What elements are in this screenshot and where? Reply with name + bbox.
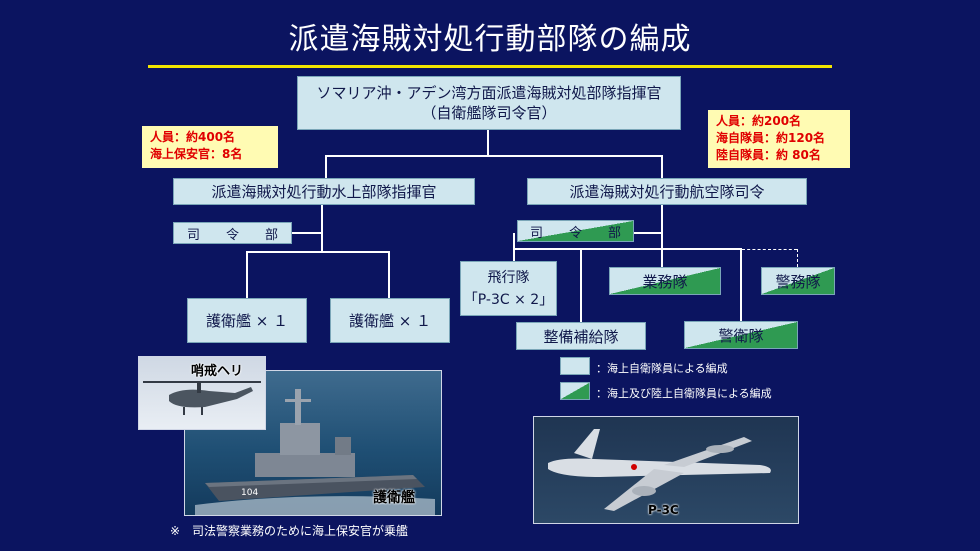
p3c-photo-caption: P-3C: [648, 503, 679, 517]
surface-commander-label: 派遣海賊対処行動水上部隊指揮官: [211, 183, 437, 201]
connector-ships-horizontal: [246, 251, 390, 253]
destroyer-photo-caption: 護衛艦: [373, 490, 415, 506]
legend-msdf-label: ：海上自衛隊員による編成: [596, 362, 728, 375]
ship1-label: 護衛艦 × １: [205, 312, 289, 330]
note-right-personnel: 人員：約200名 海自隊員：約120名 陸自隊員：約 80名: [708, 110, 850, 168]
connector-guard-down: [740, 248, 742, 321]
surface-hq-label: 司 令 部: [186, 227, 278, 243]
air-commander-label: 派遣海賊対処行動航空隊司令: [569, 183, 765, 201]
destroyer-illustration: 104: [195, 389, 435, 515]
top-commander-title: ソマリア沖・アデン湾方面派遣海賊対処部隊指揮官: [316, 84, 662, 102]
connector-security-dashed-v: [797, 249, 798, 267]
connector-flight-down: [513, 233, 515, 261]
surface-hq-box: 司 令 部: [173, 222, 292, 244]
connector-air-horizontal: [513, 248, 742, 250]
note-left-personnel: 人員：約400名 海上保安官：8名: [142, 126, 278, 168]
air-hq-label: 司 令 部: [529, 225, 621, 241]
ship2-box: 護衛艦 × １: [330, 298, 450, 343]
note-right-line3: 陸自隊員：約 80名: [716, 148, 821, 162]
security-unit-box: 警務隊: [761, 267, 835, 295]
helicopter-photo-caption: 哨戒ヘリ: [191, 364, 244, 379]
air-commander-box: 派遣海賊対処行動航空隊司令: [527, 178, 807, 205]
connector-surface-hq: [292, 232, 322, 234]
destroyer-photo: 104 護衛艦: [184, 370, 442, 516]
p3c-illustration: [548, 429, 771, 511]
maintenance-unit-box: 整備補給隊: [516, 322, 646, 350]
connector-security-dashed-h: [742, 249, 797, 250]
ship2-label: 護衛艦 × １: [348, 312, 432, 330]
page-title: 派遣海賊対処行動部隊の編成: [288, 22, 692, 57]
connector-right-down: [661, 155, 663, 178]
flight-unit-aircraft: 「P-3C × 2」: [463, 291, 554, 308]
connector-left-down: [325, 155, 327, 178]
connector-air-trunk: [661, 205, 663, 249]
connector-maintenance-down: [580, 248, 582, 322]
connector-ship2-down: [388, 251, 390, 298]
destroyer-hull-number: 104: [241, 488, 258, 498]
business-unit-label: 業務隊: [642, 272, 688, 291]
legend-joint-swatch: [560, 382, 590, 400]
helicopter-illustration: [143, 381, 261, 415]
connector-business-down: [661, 248, 663, 267]
connector-top-horizontal: [326, 155, 662, 157]
maintenance-unit-label: 整備補給隊: [543, 327, 619, 346]
legend-joint-label: ：海上及び陸上自衛隊員による編成: [596, 387, 772, 400]
connector-ship1-down: [246, 251, 248, 298]
connector-surface-trunk: [321, 205, 323, 252]
note-right-line2: 海自隊員：約120名: [716, 131, 826, 145]
ship1-box: 護衛艦 × １: [187, 298, 307, 343]
top-commander-subtitle: （自衛艦隊司令官）: [421, 104, 557, 122]
p3c-photo: P-3C: [533, 416, 799, 524]
legend-msdf-swatch: [560, 357, 590, 375]
footnote: ※ 司法警察業務のために海上保安官が乗艦: [170, 524, 409, 538]
connector-air-hq: [634, 232, 662, 234]
note-right-line1: 人員：約200名: [716, 114, 802, 128]
surface-commander-box: 派遣海賊対処行動水上部隊指揮官: [173, 178, 475, 205]
flight-unit-label: 飛行隊: [487, 269, 530, 286]
guard-unit-box: 警衛隊: [684, 321, 798, 349]
note-left-line2: 海上保安官：8名: [150, 147, 243, 161]
business-unit-box: 業務隊: [609, 267, 721, 295]
flight-unit-box: 飛行隊 「P-3C × 2」: [460, 261, 557, 316]
helicopter-photo: 哨戒ヘリ: [138, 356, 266, 430]
guard-unit-label: 警衛隊: [718, 326, 764, 345]
security-unit-label: 警務隊: [775, 272, 821, 291]
air-hq-box: 司 令 部: [517, 220, 634, 242]
connector-top-down: [487, 130, 489, 157]
note-left-line1: 人員：約400名: [150, 130, 236, 144]
top-commander-box: ソマリア沖・アデン湾方面派遣海賊対処部隊指揮官 （自衛艦隊司令官）: [297, 76, 681, 130]
title-underline: [148, 65, 832, 68]
